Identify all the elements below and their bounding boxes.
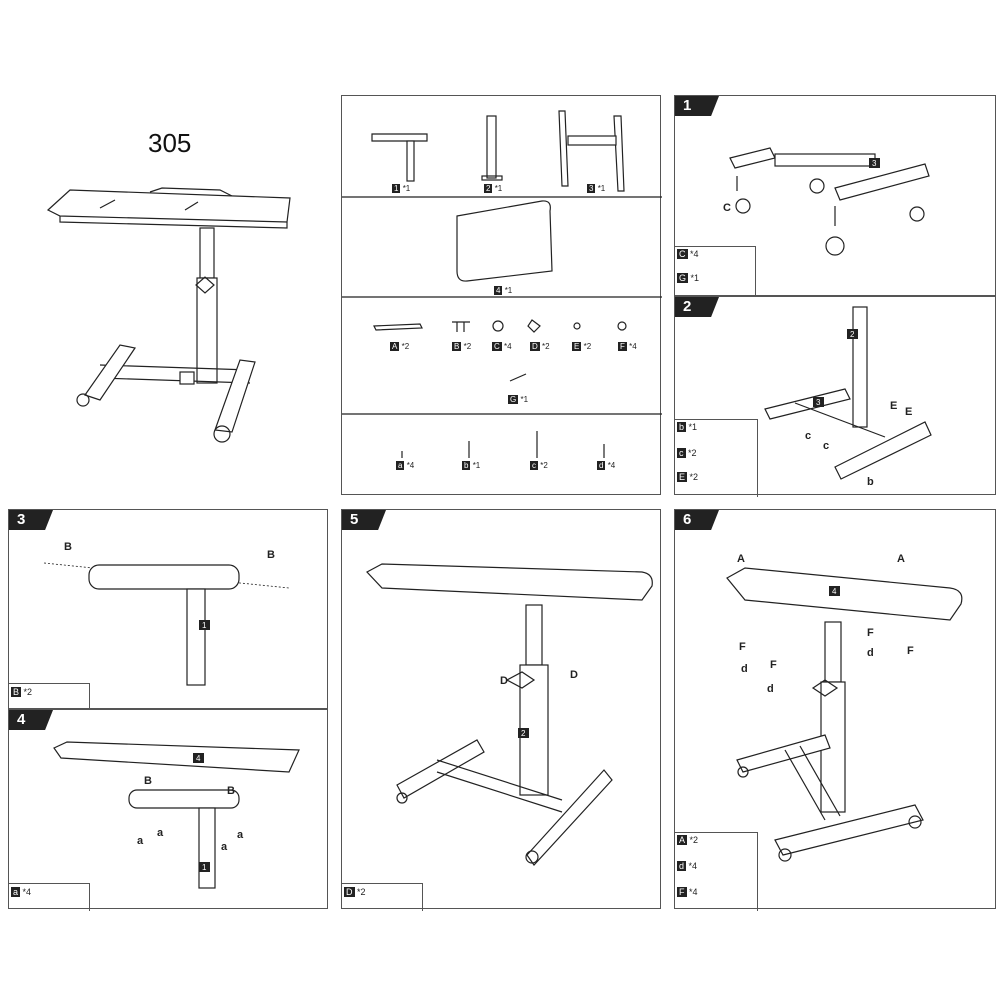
step-3-number: 3 xyxy=(9,510,53,530)
step-1-hardware-box: C *4 G *1 xyxy=(675,246,756,297)
screw-tag-a: a *4 xyxy=(396,461,415,470)
step-2-callout-E1: E xyxy=(890,400,897,412)
step-5-hardware-box: D *2 xyxy=(342,883,423,911)
step-5-part-label: 2 xyxy=(521,729,526,738)
step-3-part-label: 1 xyxy=(202,621,207,630)
step-5-callout-D2: D xyxy=(570,669,578,681)
step-3-callout-B1: B xyxy=(64,541,72,553)
step-5-callout-D1: D xyxy=(500,675,508,687)
part-tag-1: 1 *1 xyxy=(392,184,411,193)
step-1-panel: 1 3 C C *4 G *1 xyxy=(674,95,996,297)
step-6-callout-d2: d xyxy=(767,683,774,695)
step-4-hardware-box: a *4 xyxy=(9,883,90,911)
step-1-callout-C: C xyxy=(723,202,731,214)
step-6-number: 6 xyxy=(675,510,719,530)
parts-panel: 1 *1 2 *1 3 *1 4 *1 A *2 B *2 C *4 D *2 … xyxy=(341,95,662,495)
step-4-callout-B1: B xyxy=(144,775,152,787)
step-4-callout-a2: a xyxy=(157,827,164,839)
step-4-callout-a3: a xyxy=(221,841,228,853)
step-3-panel: 3 1 B B B *2 xyxy=(8,509,328,711)
step-1-number: 1 xyxy=(675,96,719,116)
step-6-part-label: 4 xyxy=(832,587,837,596)
step-6-callout-F1: F xyxy=(739,641,746,653)
step-6-callout-F2: F xyxy=(770,659,777,671)
step-3-hardware-box: B *2 xyxy=(9,683,90,711)
step-2-drawing: 2 3 E E c c b xyxy=(764,306,932,488)
step-4-callout-a4: a xyxy=(237,829,244,841)
step-5-panel: 5 2 D D D *2 xyxy=(341,509,661,911)
step-4-callout-B2: B xyxy=(227,785,235,797)
step-2-panel: 2 2 3 E E c c b b *1 c *2 E *2 xyxy=(674,296,996,497)
part-tag-4: 4 *1 xyxy=(494,286,513,295)
step-6-callout-A1: A xyxy=(737,553,745,565)
step-6-panel: 6 4 A A F F F F d d d A *2 d *4 F *4 xyxy=(674,509,996,911)
step-6-drawing: 4 A A F F F F d d d xyxy=(726,553,963,862)
overview-drawing xyxy=(46,187,291,443)
step-4-drawing: 4 1 B B a a a a xyxy=(53,741,300,889)
step-3-callout-B2: B xyxy=(267,549,275,561)
screw-tag-d: d *4 xyxy=(597,461,616,470)
step-6-callout-d1: d xyxy=(741,663,748,675)
step-2-callout-b: b xyxy=(867,476,874,488)
step-2-part-label-2: 2 xyxy=(850,330,855,339)
step-1-part-label: 3 xyxy=(872,159,877,168)
step-2-part-label-3: 3 xyxy=(816,398,821,407)
step-4-callout-a1: a xyxy=(137,835,144,847)
step-5-drawing: 2 D D xyxy=(366,563,653,866)
step-4-part-label-4: 4 xyxy=(196,754,201,763)
step-2-callout-c1: c xyxy=(805,430,811,442)
step-2-callout-E2: E xyxy=(905,406,912,418)
step-4-panel: 4 4 1 B B a a a a a *4 xyxy=(8,709,328,911)
part-tag-3: 3 *1 xyxy=(587,184,606,193)
step-2-number: 2 xyxy=(675,297,719,317)
screw-tag-b: b *1 xyxy=(462,461,481,470)
hardware-tag-E: E *2 xyxy=(572,342,592,351)
step-3-drawing: 1 B B xyxy=(43,541,290,686)
step-6-callout-A2: A xyxy=(897,553,905,565)
hardware-tag-B: B *2 xyxy=(452,342,472,351)
model-number: 305 xyxy=(148,128,192,158)
step-6-hardware-box: A *2 d *4 F *4 xyxy=(675,832,758,911)
step-1-drawing: 3 C xyxy=(723,147,930,256)
step-6-callout-d3: d xyxy=(867,647,874,659)
step-4-number: 4 xyxy=(9,710,53,730)
hardware-tag-G: G *1 xyxy=(508,395,529,404)
step-2-hardware-box: b *1 c *2 E *2 xyxy=(675,419,758,497)
step-5-number: 5 xyxy=(342,510,386,530)
screw-tag-c: c *2 xyxy=(530,461,548,470)
hardware-tag-A: A *2 xyxy=(390,342,410,351)
hardware-tag-F: F *4 xyxy=(618,342,637,351)
step-6-callout-F4: F xyxy=(907,645,914,657)
hardware-tag-C: C *4 xyxy=(492,342,512,351)
step-2-callout-c2: c xyxy=(823,440,829,452)
part-tag-2: 2 *1 xyxy=(484,184,503,193)
step-4-part-label-1: 1 xyxy=(202,863,207,872)
step-6-callout-F3: F xyxy=(867,627,874,639)
hardware-tag-D: D *2 xyxy=(530,342,550,351)
parts-drawing xyxy=(342,110,662,458)
